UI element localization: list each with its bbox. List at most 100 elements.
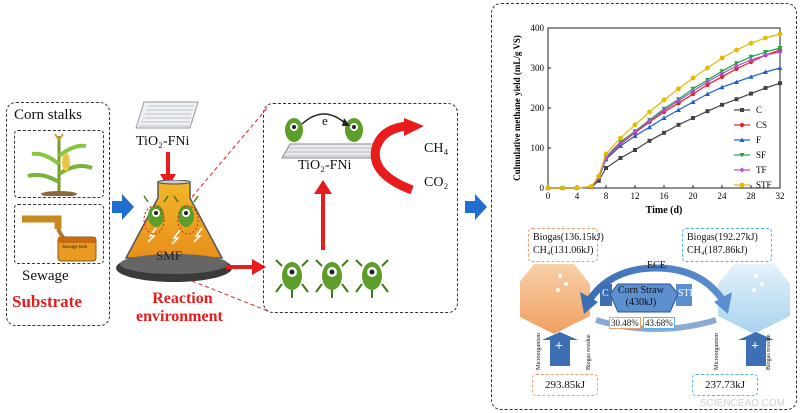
data-point bbox=[676, 122, 681, 127]
data-point bbox=[777, 31, 783, 37]
y-tick-label: 0 bbox=[540, 183, 545, 193]
data-point bbox=[705, 109, 710, 114]
data-point bbox=[661, 107, 667, 113]
data-point bbox=[662, 130, 666, 135]
center-line2: (430kJ) bbox=[625, 297, 657, 308]
data-point bbox=[690, 75, 696, 81]
ch4-label: CH₄ bbox=[424, 141, 449, 156]
catalyst-label: TiO₂-FNi bbox=[136, 134, 190, 149]
data-point bbox=[739, 182, 745, 188]
data-point bbox=[618, 135, 623, 141]
y-tick-label: 400 bbox=[531, 23, 545, 33]
data-point bbox=[720, 102, 724, 107]
data-point bbox=[632, 122, 638, 128]
right-biogas-box: Biogas(192.27kJ) CH₄(187.86kJ) bbox=[682, 228, 772, 262]
data-point bbox=[748, 54, 754, 60]
watermark: SCIENCEAO.COM bbox=[700, 398, 786, 409]
data-point bbox=[777, 46, 783, 51]
data-point bbox=[705, 91, 710, 96]
x-tick-label: 12 bbox=[631, 191, 640, 201]
data-point bbox=[596, 173, 602, 179]
data-point bbox=[676, 86, 681, 92]
series-line-stf bbox=[548, 33, 781, 189]
y-tick-label: 100 bbox=[531, 143, 545, 153]
up-red-arrow-icon bbox=[314, 180, 332, 250]
x-tick-label: 4 bbox=[575, 191, 580, 201]
reaction-title-line2: environment bbox=[136, 308, 223, 325]
data-point bbox=[748, 40, 754, 46]
smf-label: SMF bbox=[156, 248, 183, 263]
flow-arrow-icon bbox=[112, 194, 134, 220]
data-point bbox=[596, 178, 601, 183]
y-tick-label: 200 bbox=[531, 103, 545, 113]
data-point bbox=[719, 55, 725, 61]
y-axis-label: Culmulative methane yield (mL/g VS) bbox=[512, 35, 522, 181]
data-point bbox=[719, 71, 725, 77]
conversion-cycle-icon bbox=[370, 118, 424, 194]
x-tick-label: 20 bbox=[689, 191, 699, 201]
data-point bbox=[676, 107, 681, 112]
legend-label: CS bbox=[756, 120, 767, 130]
right-total-box: 237.73kJ bbox=[692, 374, 758, 396]
data-point bbox=[632, 133, 638, 138]
data-point bbox=[778, 81, 782, 86]
left-microorganism-label: Microorganism bbox=[536, 333, 542, 370]
co2-label: CO₂ bbox=[424, 175, 449, 190]
data-point bbox=[647, 138, 652, 143]
data-point bbox=[734, 79, 739, 84]
legend-label: STF bbox=[756, 180, 772, 190]
data-point bbox=[734, 66, 739, 71]
reactor-flask-icon bbox=[116, 180, 232, 282]
data-point bbox=[763, 52, 768, 58]
left-percent: 30.48% bbox=[609, 317, 641, 329]
data-point bbox=[740, 108, 744, 112]
sewage-label: Sewage bbox=[22, 268, 69, 284]
legend-label: TF bbox=[756, 165, 767, 175]
data-point bbox=[739, 122, 745, 128]
data-point bbox=[603, 155, 609, 161]
data-point bbox=[739, 167, 745, 173]
reaction-title: Reaction environment bbox=[136, 290, 223, 326]
legend-label: C bbox=[756, 105, 762, 115]
x-tick-label: 16 bbox=[660, 191, 670, 201]
right-plus-label: + bbox=[751, 339, 759, 354]
zoom-lines bbox=[191, 106, 269, 312]
data-point bbox=[661, 97, 667, 103]
data-point bbox=[719, 84, 725, 90]
data-point bbox=[777, 49, 783, 55]
x-tick-label: 32 bbox=[776, 191, 785, 201]
substrate-title: Substrate bbox=[12, 292, 82, 311]
legend-label: F bbox=[756, 135, 761, 145]
data-point bbox=[676, 98, 681, 104]
data-point bbox=[603, 151, 609, 157]
flow-arrow-2-icon bbox=[465, 194, 487, 220]
legend-label: SF bbox=[756, 150, 766, 160]
right-percent: 43.68% bbox=[643, 317, 675, 329]
right-biogas-value: Biogas(192.27kJ) bbox=[687, 232, 758, 243]
sewage-tank-icon bbox=[22, 215, 97, 262]
mechanism-catalyst-label: TiO₂-FNi bbox=[298, 158, 352, 173]
data-point bbox=[618, 140, 623, 146]
data-point bbox=[690, 88, 696, 94]
data-point bbox=[690, 91, 696, 97]
x-tick-label: 8 bbox=[604, 191, 609, 201]
substrate-panel bbox=[6, 102, 110, 326]
right-tag: STF bbox=[678, 288, 696, 299]
mechanism-panel bbox=[263, 103, 458, 313]
data-point bbox=[719, 74, 725, 80]
energy-flow-icon bbox=[520, 264, 790, 366]
data-point bbox=[705, 65, 710, 71]
x-axis-label: Time (d) bbox=[646, 205, 683, 216]
x-tick-label: 24 bbox=[718, 191, 728, 201]
data-point bbox=[739, 137, 745, 142]
data-point bbox=[661, 115, 667, 120]
left-tag: C bbox=[602, 288, 609, 299]
center-label: Corn Straw (430kJ) bbox=[618, 285, 664, 309]
nanomaterial-grid-icon bbox=[135, 101, 199, 129]
data-point bbox=[574, 185, 580, 191]
right-residue-label: Biogas residue bbox=[766, 334, 772, 371]
data-point bbox=[748, 57, 754, 63]
corn-stalks-label: Corn stalks bbox=[14, 107, 82, 123]
data-point bbox=[589, 184, 594, 189]
